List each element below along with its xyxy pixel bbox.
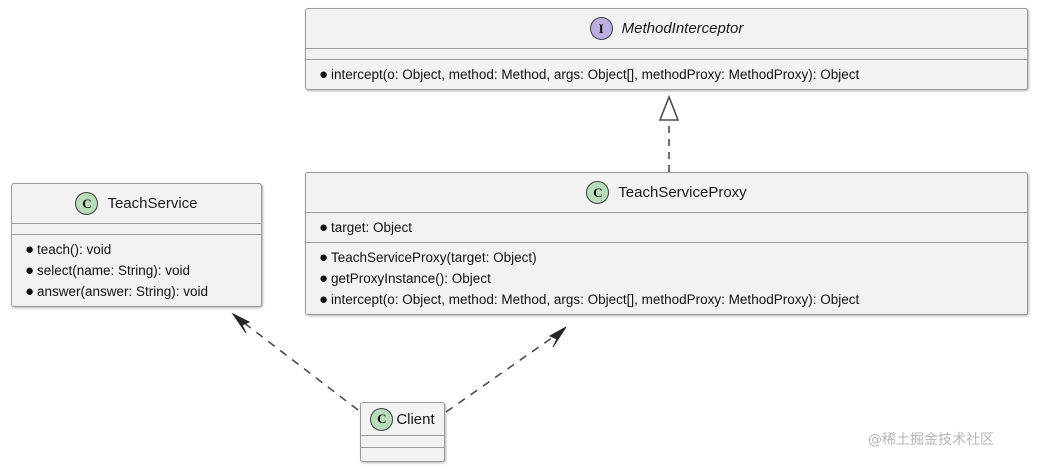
method-row: ● select(name: String): void <box>12 260 261 281</box>
relation-client-teachservice <box>231 312 359 411</box>
fields-compartment-teach-service-proxy: ● target: Object <box>306 213 1027 243</box>
field-row: ● target: Object <box>306 217 1027 238</box>
methods-compartment-method-interceptor: ● intercept(o: Object, method: Method, a… <box>306 60 1027 89</box>
class-title-teach-service: TeachService <box>107 195 198 212</box>
method-bullet-icon: ● <box>319 66 329 83</box>
method-label: select(name: String): void <box>37 263 191 278</box>
class-box-client[interactable]: C Client <box>360 402 445 462</box>
fields-compartment-teach-service <box>12 224 261 235</box>
class-box-teach-service-proxy[interactable]: C TeachServiceProxy ● target: Object ● T… <box>305 172 1028 315</box>
method-label: intercept(o: Object, method: Method, arg… <box>331 292 860 307</box>
methods-compartment-teach-service: ● teach(): void ● select(name: String): … <box>12 235 261 306</box>
open-arrowhead-proxy <box>548 326 567 348</box>
method-row: ● intercept(o: Object, method: Method, a… <box>306 64 1027 85</box>
method-bullet-icon: ● <box>319 249 329 266</box>
field-label: target: Object <box>331 220 413 235</box>
methods-compartment-client <box>361 448 444 461</box>
open-arrowhead-teachservice <box>231 312 251 334</box>
class-header-client: C Client <box>361 403 444 436</box>
method-row: ● TeachServiceProxy(target: Object) <box>306 247 1027 268</box>
methods-compartment-teach-service-proxy: ● TeachServiceProxy(target: Object) ● ge… <box>306 243 1027 314</box>
method-row: ● intercept(o: Object, method: Method, a… <box>306 289 1027 310</box>
method-bullet-icon: ● <box>319 291 329 308</box>
relation-realization <box>658 94 680 172</box>
fields-compartment-client <box>361 436 444 448</box>
method-label: TeachServiceProxy(target: Object) <box>331 250 537 265</box>
fields-compartment-method-interceptor <box>306 49 1027 60</box>
class-icon: C <box>75 192 99 215</box>
hollow-triangle-arrowhead <box>658 94 680 121</box>
dependency-line-teachservice <box>242 321 359 411</box>
method-label: getProxyInstance(): Object <box>331 271 491 286</box>
method-label: teach(): void <box>37 242 112 257</box>
method-row: ● teach(): void <box>12 239 261 260</box>
field-bullet-icon: ● <box>319 219 329 236</box>
class-header-teach-service: C TeachService <box>12 184 261 224</box>
method-bullet-icon: ● <box>25 241 35 258</box>
class-icon: C <box>586 181 610 204</box>
class-header-method-interceptor: I MethodInterceptor <box>306 9 1027 49</box>
class-icon: C <box>370 407 394 431</box>
class-title-teach-service-proxy: TeachServiceProxy <box>618 184 747 201</box>
interface-icon: I <box>589 17 613 40</box>
watermark: @稀土掘金技术社区 <box>868 432 994 448</box>
method-row: ● getProxyInstance(): Object <box>306 268 1027 289</box>
method-label: intercept(o: Object, method: Method, arg… <box>331 67 860 82</box>
method-row: ● answer(answer: String): void <box>12 281 261 302</box>
class-box-method-interceptor[interactable]: I MethodInterceptor ● intercept(o: Objec… <box>305 8 1028 90</box>
dependency-line-proxy <box>445 334 557 413</box>
method-bullet-icon: ● <box>319 270 329 287</box>
method-bullet-icon: ● <box>25 283 35 300</box>
relation-client-proxy <box>445 326 567 413</box>
class-header-teach-service-proxy: C TeachServiceProxy <box>306 173 1027 213</box>
class-box-teach-service[interactable]: C TeachService ● teach(): void ● select(… <box>11 183 262 307</box>
class-title-client: Client <box>396 410 435 428</box>
method-label: answer(answer: String): void <box>37 284 209 299</box>
method-bullet-icon: ● <box>25 262 35 279</box>
class-title-method-interceptor: MethodInterceptor <box>621 20 744 37</box>
